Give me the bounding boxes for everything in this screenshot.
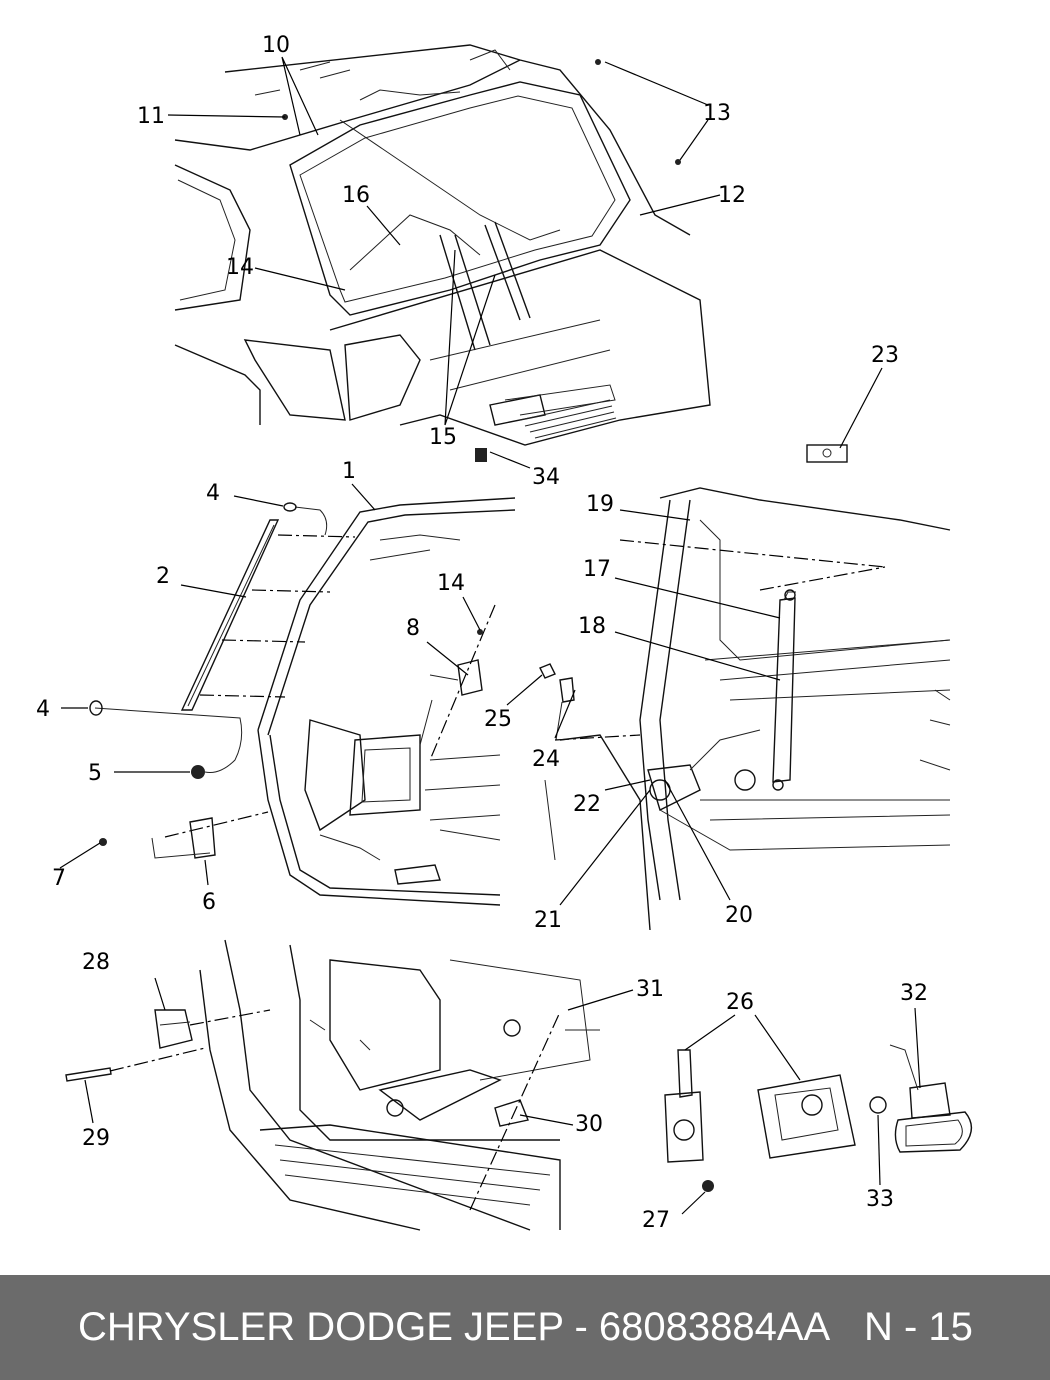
callout-20: 20 (725, 903, 753, 928)
latch-components-view (664, 1044, 973, 1192)
callout-7: 7 (52, 866, 66, 891)
callout-14-left: 14 (226, 255, 254, 280)
part-23-label-plate (806, 444, 848, 463)
callout-15: 15 (429, 425, 457, 450)
callout-23: 23 (871, 343, 899, 368)
callout-25: 25 (484, 707, 512, 732)
callout-4-left: 4 (36, 697, 50, 722)
callout-4-top: 4 (206, 481, 220, 506)
callout-30: 30 (575, 1112, 603, 1137)
callout-13: 12 (718, 183, 746, 208)
callout-8: 8 (406, 616, 420, 641)
callout-26: 26 (726, 990, 754, 1015)
callout-22: 22 (573, 792, 601, 817)
callout-2: 2 (156, 564, 170, 589)
callout-27: 27 (642, 1208, 670, 1233)
liftgate-inner-view (89, 497, 575, 906)
callout-14-top: 13 (703, 101, 731, 126)
callout-34: 34 (532, 465, 560, 490)
footer-bar: CHRYSLER DODGE JEEP - 68083884AA N - 15 (0, 1275, 1050, 1380)
callout-5: 5 (88, 761, 102, 786)
parts-diagram: 10 11 13 12 14 16 15 23 34 1 4 2 4 5 7 6… (36, 33, 973, 1233)
part-number-caption: CHRYSLER DODGE JEEP - 68083884AA (78, 1305, 831, 1349)
callout-10: 14 (437, 571, 465, 596)
callout-28: 28 (82, 950, 110, 975)
callout-numbers: 10 11 13 12 14 16 15 23 34 1 4 2 4 5 7 6… (36, 33, 928, 1233)
liftgate-strut-view (544, 487, 951, 931)
callout-24: 24 (532, 747, 560, 772)
callout-31: 31 (636, 977, 664, 1002)
lower-liftgate-view (65, 939, 600, 1231)
callout-21: 21 (534, 908, 562, 933)
callout-16: 16 (342, 183, 370, 208)
parts-diagram-svg: 10 11 13 12 14 16 15 23 34 1 4 2 4 5 7 6… (36, 33, 973, 1233)
liftgate-exterior-view (174, 44, 711, 446)
callout-29: 29 (82, 1126, 110, 1151)
callout-32: 32 (900, 981, 928, 1006)
callout-1: 1 (342, 459, 356, 484)
page-reference: N - 15 (864, 1305, 973, 1349)
callout-12: 11 (137, 104, 165, 129)
leader-lines (59, 56, 921, 1215)
part-34-clip (475, 448, 487, 462)
callout-19: 19 (586, 492, 614, 517)
callout-33: 33 (866, 1187, 894, 1212)
callout-18: 18 (578, 614, 606, 639)
callout-17: 17 (583, 557, 611, 582)
callout-6: 6 (202, 890, 216, 915)
callout-11: 10 (262, 33, 290, 58)
